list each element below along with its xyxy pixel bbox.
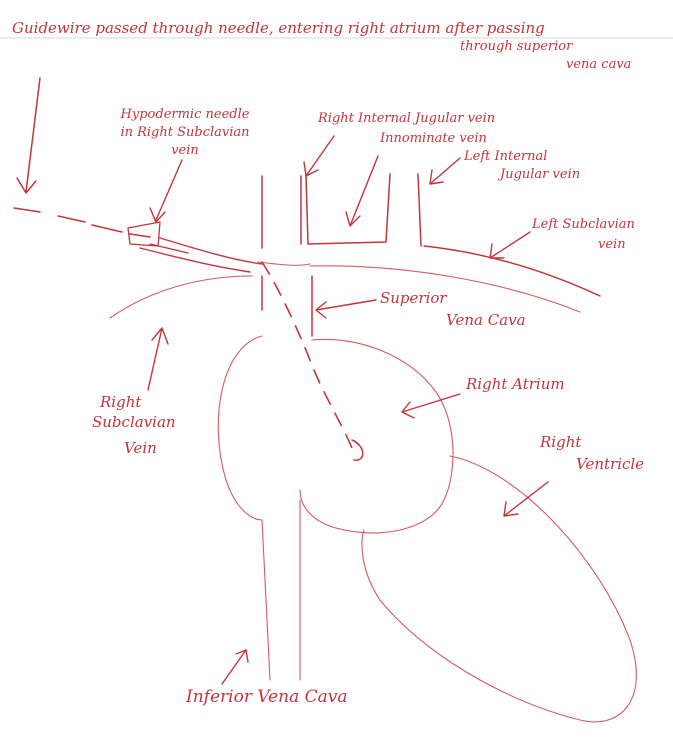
right-ij-arrow xyxy=(304,136,334,176)
svc-label-line2: Vena Cava xyxy=(446,312,526,329)
guidewire-left xyxy=(14,208,150,237)
innominate-label: Innominate vein xyxy=(380,132,487,147)
brachiocephalic-baseline xyxy=(258,262,310,265)
right-subclavian-arrow xyxy=(148,328,168,390)
right-ventricle-arrow xyxy=(504,482,548,516)
right-ventricle-label-line1: Right xyxy=(540,434,581,451)
needle-label-line1: Hypodermic needle xyxy=(110,108,260,123)
right-ventricle xyxy=(362,456,636,722)
guidewire-label-line1: Guidewire passed through needle, enterin… xyxy=(12,20,545,37)
svc-arrow xyxy=(316,300,376,318)
guidewire-tip xyxy=(352,440,363,460)
right-atrium-arrow xyxy=(402,394,460,418)
right-subclavian-label-line3: Vein xyxy=(124,440,157,457)
ivc-label: Inferior Vena Cava xyxy=(186,688,348,708)
guidewire-arrow xyxy=(26,78,40,192)
left-internal-jugular xyxy=(418,174,421,246)
ivc-left xyxy=(262,520,270,680)
right-subclavian-label-line2: Subclavian xyxy=(92,414,176,431)
left-subclavian-label-line1: Left Subclavian xyxy=(532,218,635,233)
innominate-vein xyxy=(306,174,390,244)
left-subclavian-label-line2: vein xyxy=(598,238,626,253)
hypodermic-needle xyxy=(128,222,188,253)
right-subclavian-faint xyxy=(110,276,252,318)
left-internal-jugular-label-line2: Jugular vein xyxy=(500,168,580,183)
right-atrium xyxy=(218,336,453,533)
right-atrium-label: Right Atrium xyxy=(466,376,565,393)
left-ij-arrow xyxy=(430,158,460,184)
needle-arrow xyxy=(150,160,182,222)
right-internal-jugular-label: Right Internal Jugular vein xyxy=(318,112,495,127)
guidewire-dashed xyxy=(262,262,352,448)
left-subclavian-upper xyxy=(424,246,600,296)
guidewire-label-line3: vena cava xyxy=(566,58,631,73)
left-subclavian-arrow xyxy=(490,232,530,258)
right-subclavian-vein-upper xyxy=(160,238,262,264)
ivc-arrow xyxy=(222,650,248,684)
right-subclavian-vein-lower xyxy=(140,248,250,272)
right-ventricle-label-line2: Ventricle xyxy=(576,456,644,473)
svc-label-line1: Superior xyxy=(380,290,447,307)
needle-label-line2: in Right Subclavian xyxy=(110,126,260,141)
innominate-arrow xyxy=(346,156,378,226)
guidewire-label-line2: through superior xyxy=(460,40,572,55)
right-subclavian-label-line1: Right xyxy=(100,394,141,411)
needle-label-line3: vein xyxy=(110,144,260,159)
left-internal-jugular-label-line1: Left Internal xyxy=(464,150,547,165)
